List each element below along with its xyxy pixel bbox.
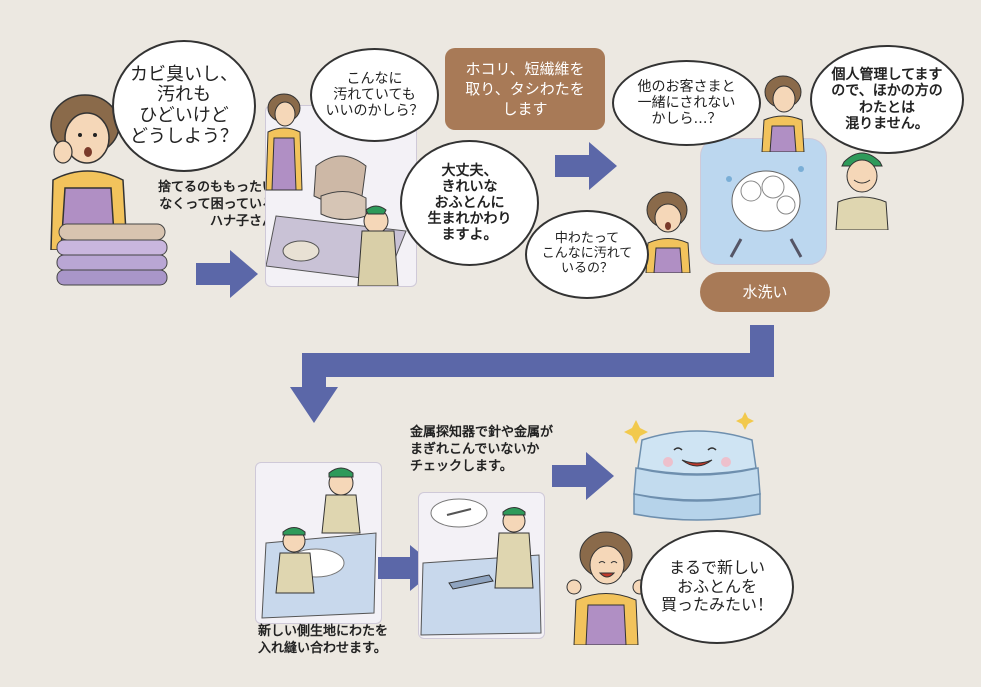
sewing-panel [255, 462, 382, 624]
worker-reassure-bubble: 大丈夫、 きれいな おふとんに 生まれかわり ますよ。 [400, 140, 539, 266]
flow-arrow-2 [555, 142, 617, 190]
dust-removal-tag: ホコリ、短繊維を 取り、タシわたを します [445, 48, 605, 130]
flow-connector-arrow [288, 325, 778, 425]
futon-stack [55, 222, 170, 287]
happy-futon-stack [622, 410, 772, 525]
hanako-happy-figure [566, 525, 646, 645]
flow-arrow-1 [196, 250, 258, 298]
hanako-question-bubble: こんなに 汚れていても いいのかしら？ [310, 48, 439, 142]
hanako-inspecting-figure [262, 90, 307, 200]
hanako-surprise-bubble: 中わたって こんなに汚れて いるの？ [525, 210, 649, 299]
water-wash-tag: 水洗い [700, 272, 830, 312]
hanako-happy-bubble: まるで新しい おふとんを 買ったみたい！ [640, 530, 794, 644]
hanako-worry-bubble: カビ臭いし、 汚れも ひどいけど どうしよう？ [112, 40, 256, 172]
customer-figure [758, 72, 808, 152]
washing-panel [700, 138, 827, 265]
worker-figure [832, 140, 892, 230]
hanako-surprised-figure [640, 188, 695, 273]
customer-mix-worry-bubble: 他のお客さまと 一緒にされない かしら…？ [612, 60, 761, 146]
worker-individual-bubble: 個人管理してます ので、ほかの方の わたとは 混りません。 [810, 45, 964, 154]
flow-arrow-4 [552, 452, 614, 500]
metal-check-panel [418, 492, 545, 639]
intro-caption: 捨てるのももったい なくって困っている ハナ子さん [157, 180, 275, 229]
metal-check-caption: 金属探知器で針や金属が まぎれこんでいないか チェックします。 [410, 425, 554, 474]
sewing-caption: 新しい側生地にわたを 入れ縫い合わせます。 [258, 624, 389, 656]
